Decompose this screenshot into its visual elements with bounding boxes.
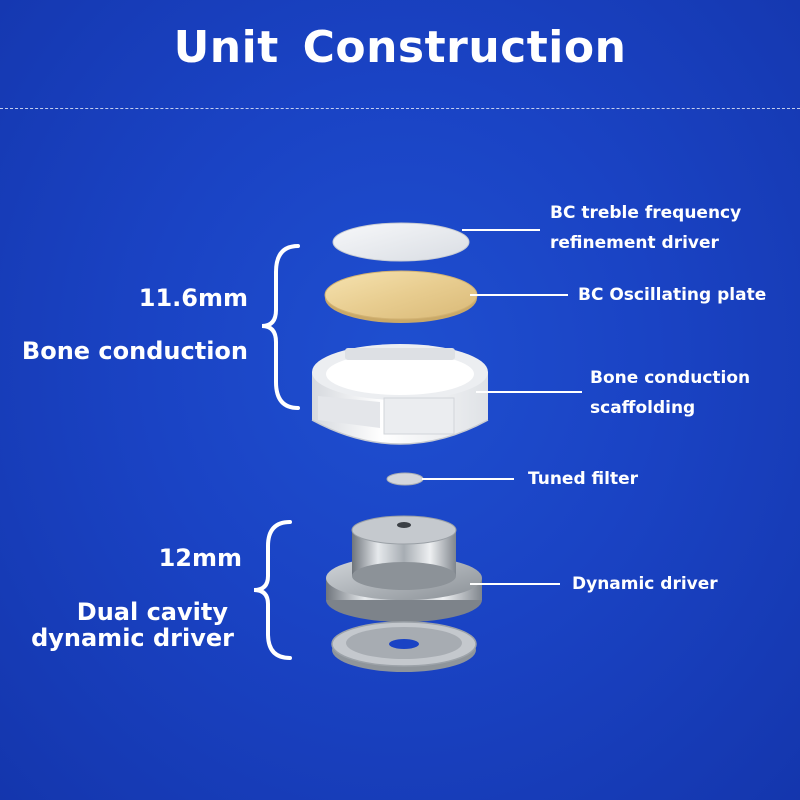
scaffolding-label-2: scaffolding — [590, 398, 696, 418]
bone-conduction-label: Bone conduction — [21, 337, 248, 365]
oscillating-plate — [324, 270, 478, 320]
dual-cavity-label: Dual cavity — [76, 598, 228, 626]
title-divider — [0, 108, 800, 109]
treble-driver-disc — [332, 222, 470, 262]
dynamic-driver-brace — [253, 520, 292, 660]
tuned-filter-label: Tuned filter — [528, 469, 639, 489]
bone-conduction-size: 11.6mm — [138, 284, 248, 312]
tuned-filter — [386, 472, 424, 486]
treble-driver-label-1: BC treble frequency — [550, 203, 742, 223]
dynamic-driver-label: dynamic driver — [31, 624, 234, 652]
driver-base-cup — [331, 621, 477, 672]
treble-driver-label-2: refinement driver — [550, 233, 719, 253]
page-title: Unit Construction — [173, 22, 627, 73]
dynamic-driver-size: 12mm — [158, 544, 242, 572]
scaffolding — [311, 344, 489, 445]
bone-conduction-brace — [261, 244, 300, 410]
dynamic-driver-component-label: Dynamic driver — [572, 574, 718, 594]
scaffolding-label-1: Bone conduction — [590, 368, 751, 388]
oscillating-plate-label: BC Oscillating plate — [578, 285, 767, 305]
dynamic-driver — [326, 515, 482, 622]
